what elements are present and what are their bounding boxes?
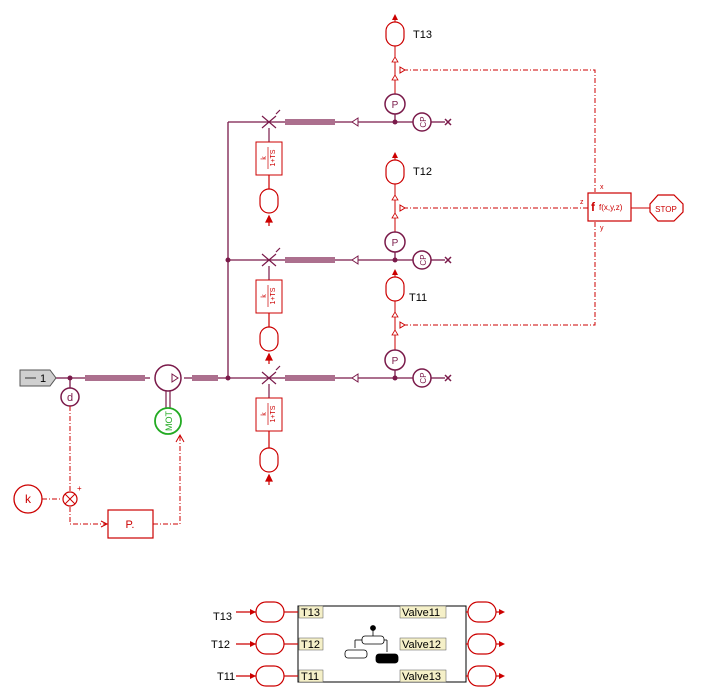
tf2-numerator: k: [261, 294, 268, 298]
controller-area: T13 T12 T11 Valve11 Valve12 Valve13 T13 …: [211, 601, 505, 687]
tank-label-t11: T11: [409, 292, 427, 304]
func-label: f(x,y,z): [599, 203, 623, 212]
tf1-denominator: 1+TS: [270, 149, 277, 166]
tf2-denominator: 1+TS: [270, 287, 277, 304]
transfer-function-3[interactable]: k 1+TS: [255, 397, 283, 432]
tf-inputs: [259, 175, 279, 485]
valve-t11[interactable]: [261, 365, 281, 398]
controller-inputs: [236, 601, 298, 687]
ctrl-out-valve12: Valve12: [402, 639, 441, 651]
transfer-function-1[interactable]: k 1+TS: [255, 141, 283, 176]
stop-block[interactable]: STOP: [649, 194, 684, 222]
source-block[interactable]: 1: [19, 369, 57, 387]
tf1-numerator: k: [261, 156, 268, 160]
source-label: 1: [40, 373, 46, 385]
motor-label: MOT: [164, 411, 174, 431]
ctrl-in-t11: T11: [301, 671, 319, 683]
ext-label-t12: T12: [211, 639, 230, 651]
valve-t13[interactable]: [261, 109, 281, 142]
controller-port-labels: T13 T12 T11 Valve11 Valve12 Valve13: [298, 605, 447, 683]
func-port-z: z: [580, 199, 584, 206]
k-gain-block[interactable]: k: [13, 484, 62, 514]
d-sensor-label: d: [67, 392, 73, 404]
junction-dots: [67, 119, 398, 381]
signal-lines: [69, 69, 596, 525]
main-pump[interactable]: [154, 364, 182, 392]
transfer-function-2[interactable]: k 1+TS: [255, 279, 283, 314]
k-gain-label: k: [25, 492, 32, 506]
signal-arrows: [100, 66, 406, 528]
pump-label-t12: P: [392, 238, 399, 249]
ctrl-out-valve11: Valve11: [402, 607, 440, 619]
summing-junction[interactable]: +: [62, 484, 82, 507]
func-port-y: y: [600, 225, 604, 232]
d-sensor[interactable]: d: [60, 387, 80, 407]
ctrl-out-valve13: Valve13: [402, 671, 441, 683]
func-port-x: x: [600, 184, 604, 191]
tank-label-t12: T12: [413, 166, 432, 178]
tf3-numerator: k: [261, 412, 268, 416]
motor-shaft: [165, 391, 171, 408]
ext-label-t11: T11: [217, 671, 235, 683]
pump-label-t13: P: [392, 100, 399, 111]
check-valves: [351, 117, 359, 383]
tank-column-t11[interactable]: T11 P CP: [384, 269, 432, 388]
tank-column-t12[interactable]: T12 P CP: [384, 152, 432, 270]
pump-label-t11: P: [392, 356, 399, 367]
tank-column-t13[interactable]: T13 P CP: [384, 14, 432, 132]
function-block[interactable]: f f(x,y,z) x y z: [580, 184, 650, 232]
cp-label-t12: CP: [419, 254, 428, 265]
stop-label: STOP: [655, 205, 677, 214]
p-controller-label: P.: [126, 519, 135, 531]
cp-label-t11: CP: [419, 372, 428, 383]
tf3-denominator: 1+TS: [270, 405, 277, 422]
cp-label-t13: CP: [419, 116, 428, 127]
sum-plus-sign: +: [77, 484, 82, 493]
motor-block[interactable]: MOT: [154, 407, 182, 435]
statechart-icon: [344, 625, 399, 664]
ctrl-in-t13: T13: [301, 607, 320, 619]
hydraulic-pipes: [56, 114, 445, 388]
controller-outputs: [466, 601, 500, 687]
pipe-end-caps: [444, 118, 452, 382]
ext-label-t13: T13: [213, 611, 232, 623]
ctrl-in-t12: T12: [301, 639, 320, 651]
p-controller-block[interactable]: P.: [107, 509, 154, 539]
valve-t12[interactable]: [261, 247, 281, 280]
tank-label-t13: T13: [413, 29, 432, 41]
func-f: f: [591, 200, 596, 214]
